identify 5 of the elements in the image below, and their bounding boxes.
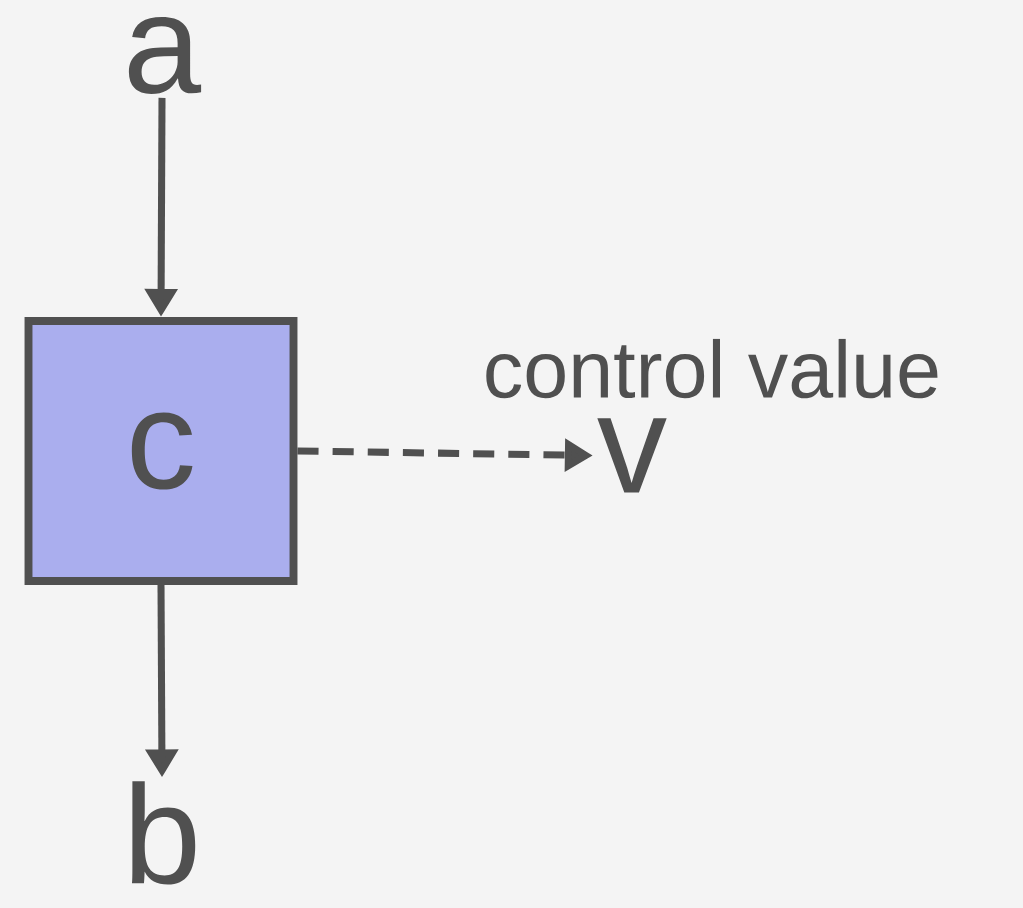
process-box: c bbox=[24, 317, 298, 585]
node-label: b bbox=[132, 781, 196, 885]
node-label: v bbox=[597, 418, 667, 493]
node-label: a bbox=[128, 16, 202, 94]
caption-text: control value bbox=[486, 338, 938, 399]
